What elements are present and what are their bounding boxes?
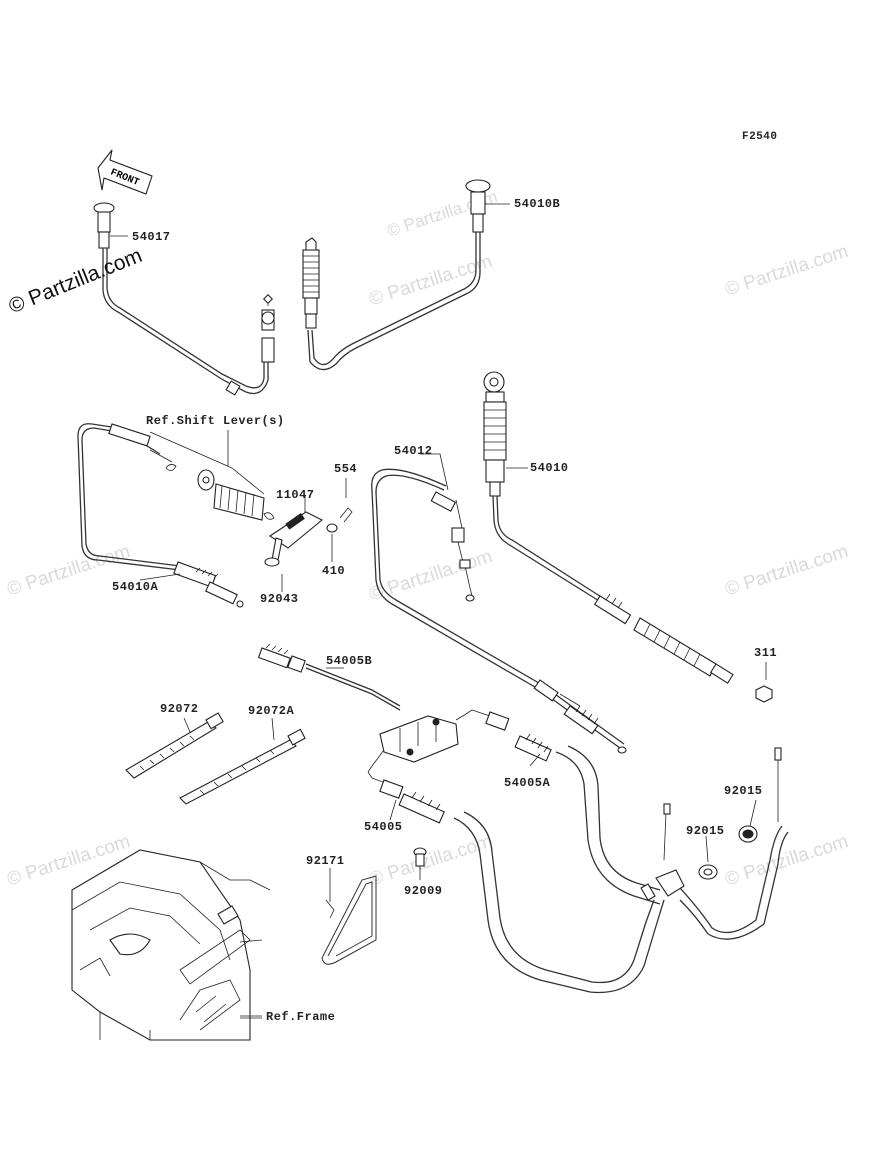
diagram-code: F2540 [742,131,778,143]
label-54010A[interactable]: 54010A [112,580,159,594]
cable-54005B [257,643,473,773]
label-54010[interactable]: 54010 [530,461,569,475]
label-54005A[interactable]: 54005A [504,776,551,790]
shift-lever-parts [149,431,353,567]
cable-54010A [77,423,244,608]
label-54010B[interactable]: 54010B [514,197,561,211]
label-92043[interactable]: 92043 [260,592,299,606]
nut-92015-lower [698,864,718,880]
cable-tie-92072A [179,728,306,805]
cable-54012 [371,468,627,754]
nut-92015-upper [738,825,758,843]
label-54012[interactable]: 54012 [394,444,433,458]
label-ref-frame: Ref.Frame [266,1010,336,1024]
cable-tie-92072 [125,712,224,779]
label-311[interactable]: 311 [754,646,778,660]
label-ref-shift-lever: Ref.Shift Lever(s) [146,414,285,428]
frame [71,849,271,1041]
bracket-92171 [321,875,377,965]
label-54005[interactable]: 54005 [364,820,403,834]
label-554[interactable]: 554 [334,462,358,476]
label-92171[interactable]: 92171 [306,854,345,868]
cable-54005 [367,747,789,994]
label-54005B[interactable]: 54005B [326,654,373,668]
label-92009[interactable]: 92009 [404,884,443,898]
front-arrow-icon: FRONT [97,149,153,195]
label-92072A[interactable]: 92072A [248,704,295,718]
cable-54010 [483,371,773,703]
label-410[interactable]: 410 [322,564,346,578]
bolt-92009 [413,847,427,867]
cable-54017 [93,202,275,396]
label-54017[interactable]: 54017 [132,230,171,244]
label-92015-upper[interactable]: 92015 [724,784,763,798]
label-11047[interactable]: 11047 [276,488,315,502]
label-92015-lower[interactable]: 92015 [686,824,725,838]
cable-54005A [471,709,685,905]
label-92072[interactable]: 92072 [160,702,199,716]
cable-54010B [302,179,491,371]
leader-lines [110,203,767,1019]
